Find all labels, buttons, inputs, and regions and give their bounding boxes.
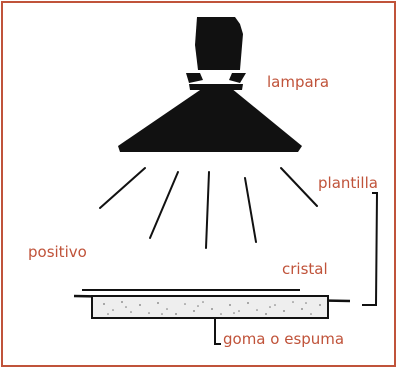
light-rays	[99, 167, 318, 249]
template-label: plantilla	[318, 174, 378, 192]
template-bracket	[362, 192, 379, 306]
lamp-icon	[118, 17, 302, 152]
light-ray	[205, 171, 210, 249]
light-ray	[244, 177, 257, 243]
light-ray	[280, 167, 318, 207]
foam-leader-line	[214, 318, 221, 345]
foam-block	[91, 295, 329, 319]
lamp-label: lampara	[267, 73, 330, 91]
positive-label: positivo	[28, 243, 87, 261]
light-ray	[99, 167, 146, 209]
glass-label: cristal	[282, 260, 328, 278]
light-ray	[149, 171, 179, 239]
foam-label: goma o espuma	[223, 330, 345, 348]
